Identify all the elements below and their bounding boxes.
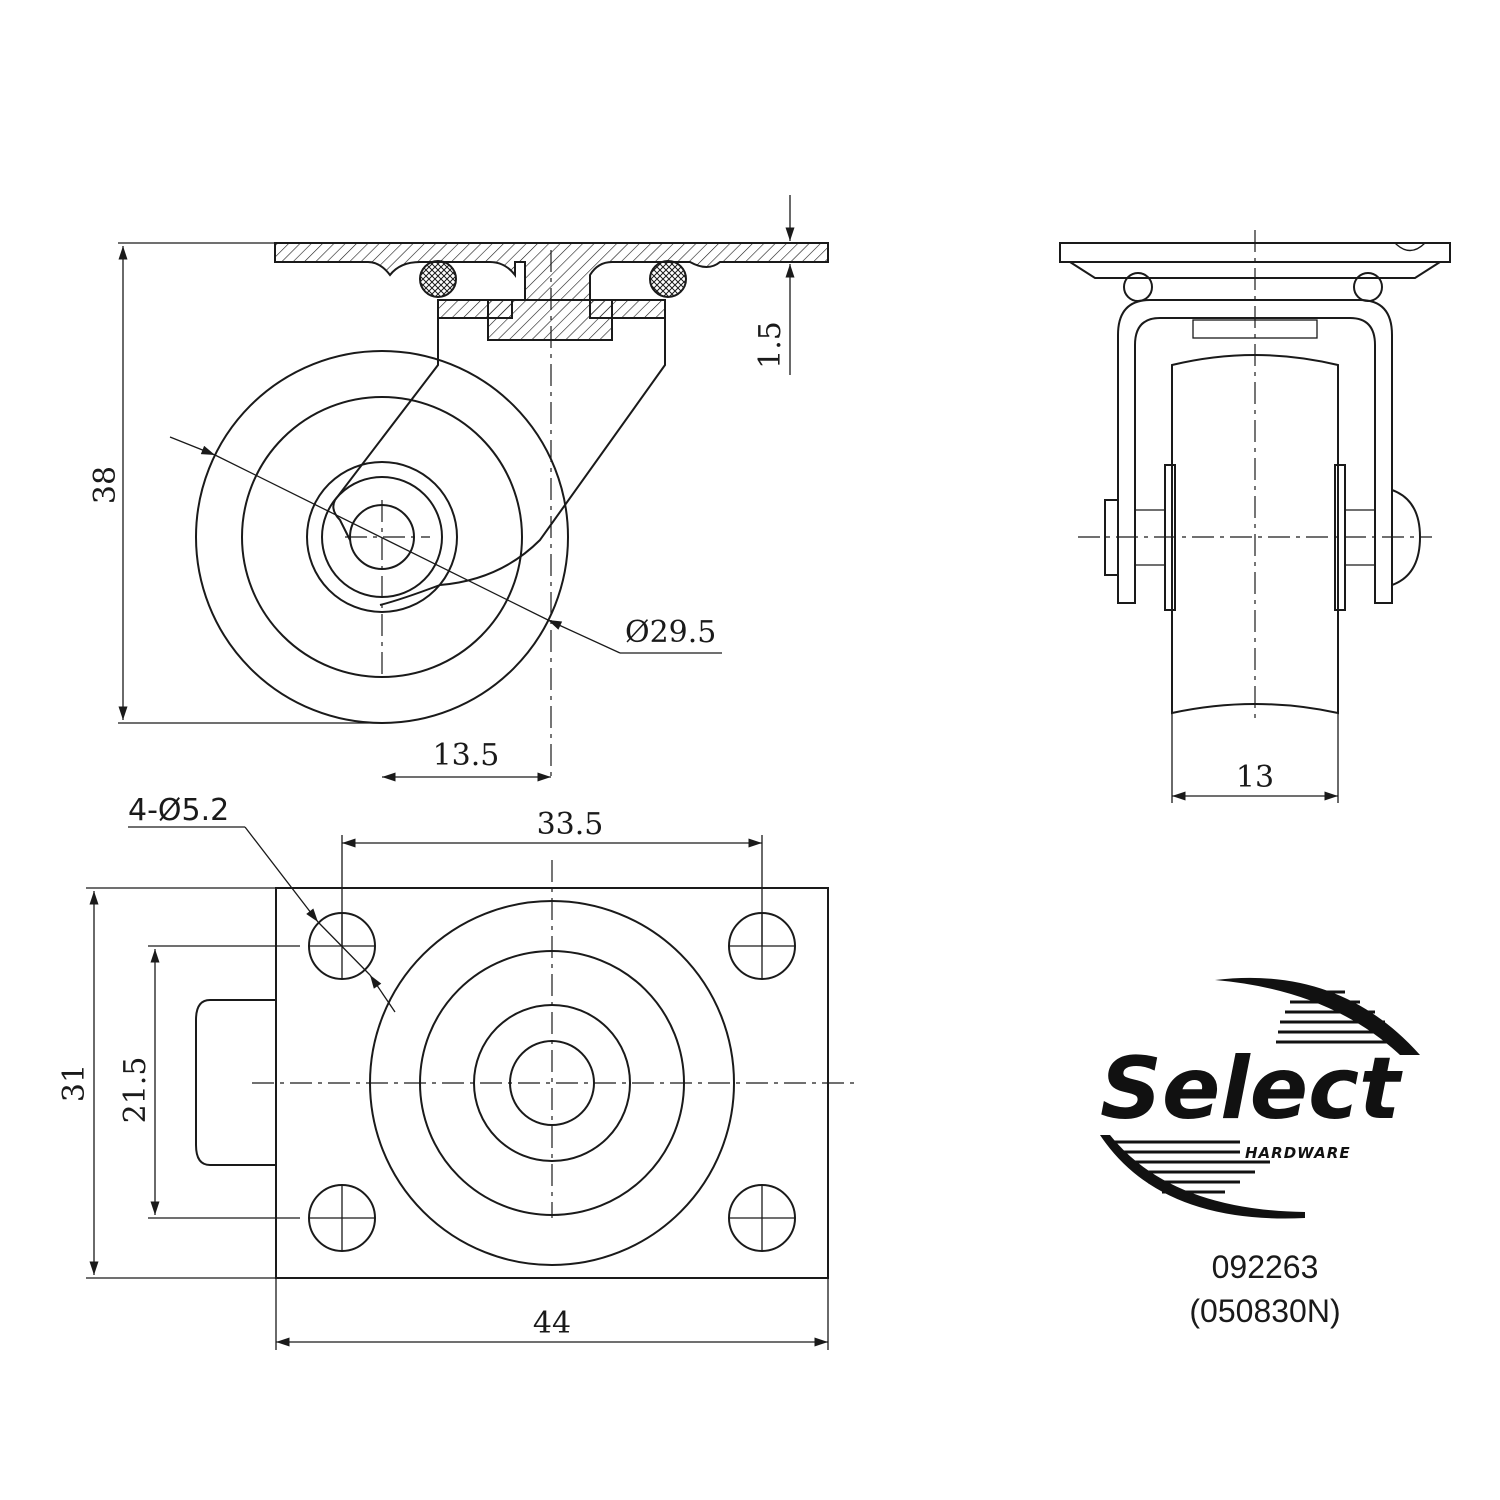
wheel-hub <box>306 461 458 613</box>
dim-height-total: 38 <box>88 466 123 504</box>
dim-hole-spacing-x: 33.5 <box>537 807 604 842</box>
logo-subtitle-text: HARDWARE <box>1245 1144 1351 1162</box>
fork-yoke <box>1117 299 1393 604</box>
bearing-ball-right <box>649 260 687 298</box>
logo-stripes-top <box>1276 990 1405 1044</box>
dim-offset: 13.5 <box>433 738 500 773</box>
side-view: 38 1.5 Ø29.5 13.5 <box>88 195 829 782</box>
kingpin-section <box>487 299 613 341</box>
bearing-ball-left <box>419 260 457 298</box>
logo-brand-text: Select <box>1100 1039 1403 1139</box>
dim-plate-width: 44 <box>533 1306 571 1341</box>
front-view: 13 <box>1059 230 1451 803</box>
front-plate-notch <box>1394 242 1426 252</box>
front-plate <box>1059 242 1451 263</box>
raceway-section <box>437 299 513 319</box>
raceway-section-right <box>589 299 666 319</box>
top-view: 33.5 4-Ø5.2 31 21.5 44 <box>57 793 858 1350</box>
dim-hole-spacing-y: 21.5 <box>118 1057 153 1124</box>
dim-wheel-diameter: Ø29.5 <box>625 615 716 650</box>
logo-stripes-bottom <box>1110 1140 1270 1194</box>
fork-outline <box>379 318 666 606</box>
plate-tab <box>195 999 276 1166</box>
part-number: 092263 <box>1212 1249 1319 1285</box>
select-hardware-logo: Select HARDWARE <box>1100 977 1420 1219</box>
logo-swoosh-bottom <box>1100 1135 1305 1219</box>
wheel-front <box>1171 354 1339 715</box>
dim-holes: 4-Ø5.2 <box>128 793 229 828</box>
dim-plate-thickness: 1.5 <box>753 321 788 369</box>
dim-wheel-width: 13 <box>1236 760 1274 795</box>
part-alt-number: (050830N) <box>1189 1293 1340 1329</box>
dim-plate-depth: 31 <box>57 1064 92 1102</box>
axle-nut <box>1104 499 1118 576</box>
wheel-hub-ring <box>241 396 523 678</box>
